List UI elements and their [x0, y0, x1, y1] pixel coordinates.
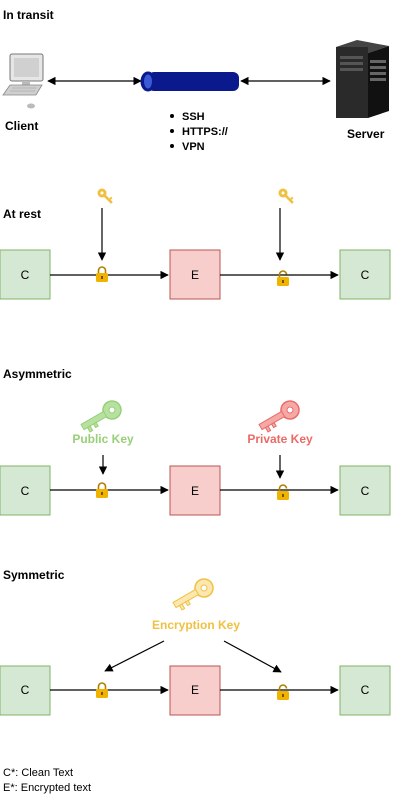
asymmetric-title: Asymmetric — [3, 367, 72, 381]
public-key-icon — [80, 400, 122, 433]
lock-icon — [95, 266, 109, 282]
encryption-key-label: Encryption Key — [152, 618, 240, 632]
legend-clean: C*: Clean Text — [3, 767, 73, 779]
clean-text-box — [339, 465, 391, 516]
clean-text-box-label: C — [361, 484, 370, 498]
encrypted-text-box-label: E — [191, 683, 199, 697]
tunnel-pipe-icon — [140, 71, 239, 92]
at-rest-title: At rest — [3, 207, 41, 221]
client-computer-icon — [2, 53, 44, 109]
key-icon — [97, 188, 113, 204]
encrypted-text-box-label: E — [191, 484, 199, 498]
in-transit-title: In transit — [3, 8, 54, 22]
clean-text-box-label: C — [361, 268, 370, 282]
clean-text-box — [0, 465, 51, 516]
symmetric-title: Symmetric — [3, 568, 65, 582]
clean-text-box — [0, 249, 51, 300]
clean-text-box-label: C — [21, 268, 30, 282]
protocol-item: HTTPS:// — [182, 126, 228, 138]
private-key-label: Private Key — [247, 432, 313, 446]
public-key-label: Public Key — [72, 432, 134, 446]
protocol-list: SSH HTTPS:// VPN — [170, 111, 228, 153]
client-label: Client — [5, 119, 38, 133]
private-key-icon — [258, 400, 300, 433]
clean-text-box — [0, 665, 51, 716]
clean-text-box-label: C — [361, 683, 370, 697]
server-icon — [336, 40, 389, 118]
unlock-icon — [276, 270, 290, 286]
clean-text-box — [339, 665, 391, 716]
clean-text-box-label: C — [21, 683, 30, 697]
unlock-icon — [276, 684, 290, 700]
unlock-icon — [276, 484, 290, 500]
protocol-item: VPN — [182, 141, 205, 153]
lock-icon — [95, 682, 109, 698]
key-icon — [278, 188, 294, 204]
key-diagonal-arrow — [223, 640, 282, 673]
clean-text-box — [339, 249, 391, 300]
encryption-key-icon — [172, 578, 214, 611]
clean-text-box-label: C — [21, 484, 30, 498]
lock-icon — [95, 482, 109, 498]
legend-encrypted: E*: Encrypted text — [3, 782, 91, 794]
server-label: Server — [347, 127, 385, 141]
key-diagonal-arrow — [104, 640, 165, 672]
protocol-item: SSH — [182, 111, 205, 123]
encrypted-text-box — [169, 465, 221, 516]
encrypted-text-box-label: E — [191, 268, 199, 282]
